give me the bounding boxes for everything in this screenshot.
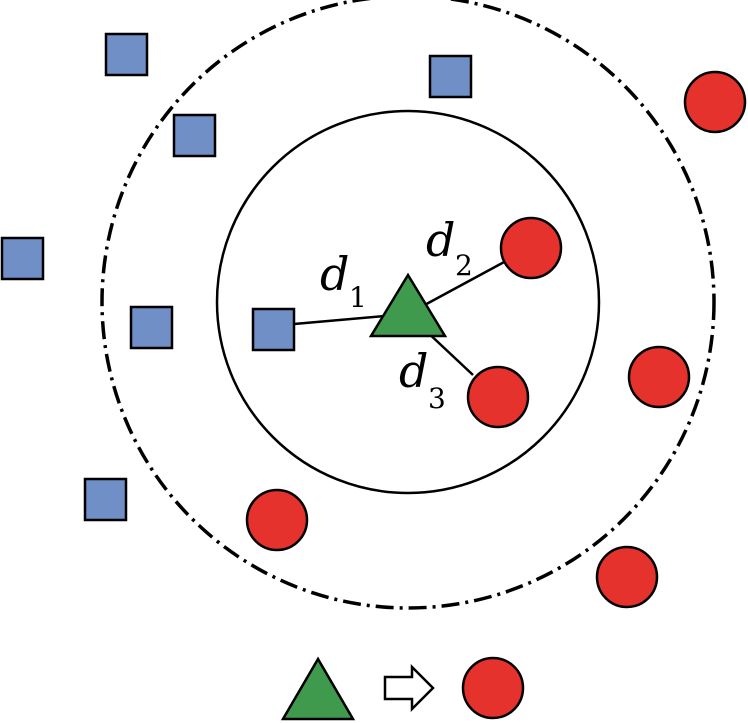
- circle-marker: [245, 488, 309, 552]
- circle-marker: [683, 70, 747, 134]
- label-d1-base: d: [320, 247, 349, 301]
- class-a-squares: [0, 32, 473, 522]
- label-d2: d 2: [426, 213, 473, 282]
- square-marker: [83, 477, 128, 522]
- label-d3-base: d: [399, 344, 428, 398]
- square-marker: [172, 113, 217, 158]
- label-d3-sub: 3: [428, 382, 446, 415]
- circle-marker: [595, 545, 659, 609]
- label-d1-sub: 1: [349, 281, 367, 314]
- inner-neighborhood-circle: [215, 109, 601, 495]
- right-arrow-icon: [383, 663, 435, 713]
- query-triangle: [368, 272, 448, 338]
- circle-icon: [461, 656, 525, 720]
- classification-result-legend: [280, 656, 525, 721]
- label-d1: d 1: [320, 247, 367, 314]
- circle-marker: [466, 365, 530, 429]
- label-d2-base: d: [426, 213, 455, 267]
- square-marker: [251, 307, 296, 352]
- label-d3: d 3: [399, 344, 446, 415]
- square-marker: [0, 236, 45, 281]
- circle-marker: [627, 345, 691, 409]
- square-marker: [428, 54, 473, 99]
- outer-neighborhood-circle: [100, 0, 716, 610]
- square-marker: [129, 305, 174, 350]
- triangle-icon: [280, 656, 356, 721]
- square-marker: [104, 32, 149, 77]
- circle-marker: [499, 216, 563, 280]
- class-b-circles: [245, 70, 747, 609]
- label-d2-sub: 2: [455, 249, 473, 282]
